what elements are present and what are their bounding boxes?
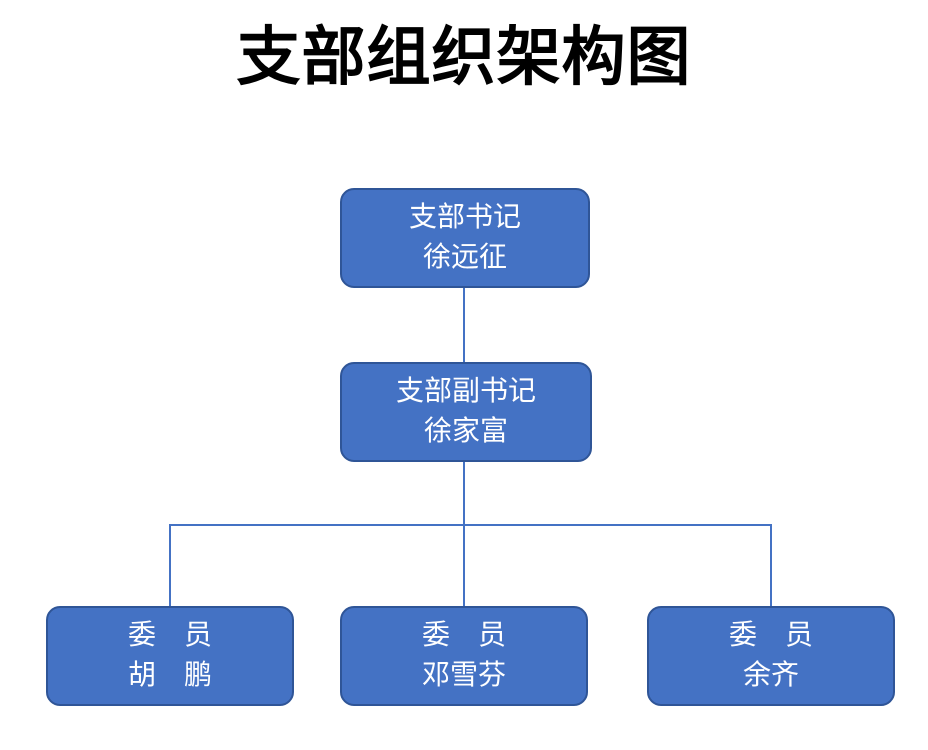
node-secretary-role: 支部书记 <box>408 202 521 233</box>
connector-branch-to-member-1 <box>169 524 171 606</box>
node-member-1-role: 委 员 <box>127 620 212 651</box>
node-secretary-name: 徐远征 <box>422 242 507 273</box>
node-member-2-name: 邓雪芬 <box>421 660 506 691</box>
node-deputy-name: 徐家富 <box>423 416 508 447</box>
connector-secretary-to-deputy <box>463 288 465 364</box>
node-deputy-secretary: 支部副书记 徐家富 <box>340 362 592 462</box>
chart-title: 支部组织架构图 <box>236 22 692 93</box>
node-member-3: 委 员 余齐 <box>647 606 895 706</box>
connector-branch-horizontal <box>169 524 772 526</box>
node-member-2-role: 委 员 <box>421 620 506 651</box>
node-member-3-name: 余齐 <box>742 660 799 691</box>
node-member-2: 委 员 邓雪芬 <box>340 606 588 706</box>
connector-deputy-to-branch <box>463 462 465 606</box>
node-member-1-name: 胡 鹏 <box>127 660 212 691</box>
node-member-3-role: 委 员 <box>728 620 813 651</box>
node-deputy-role: 支部副书记 <box>395 376 536 407</box>
node-secretary: 支部书记 徐远征 <box>340 188 590 288</box>
node-member-1: 委 员 胡 鹏 <box>46 606 294 706</box>
connector-branch-to-member-3 <box>770 524 772 606</box>
